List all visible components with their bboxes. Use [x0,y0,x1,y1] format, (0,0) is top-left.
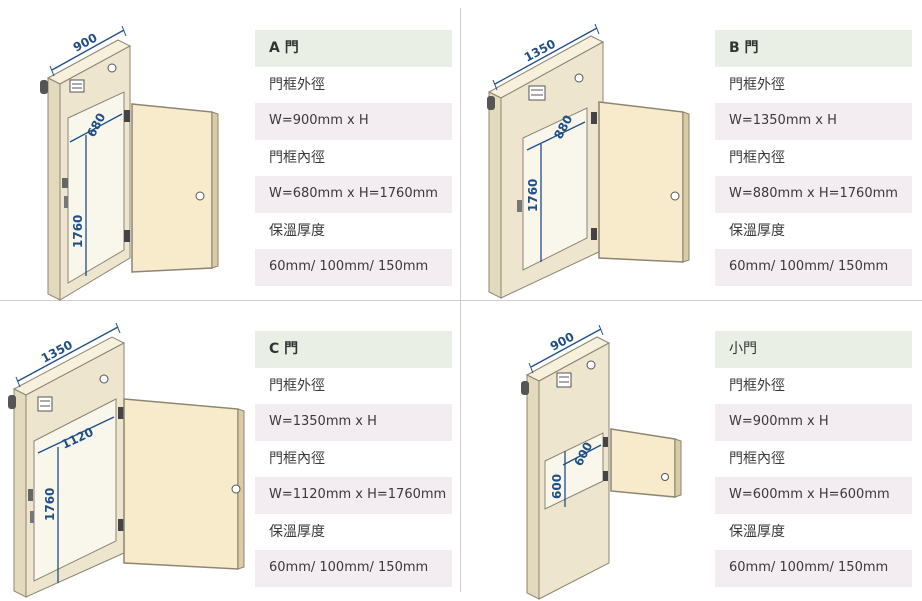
hinge-icon [124,230,130,242]
outer-size-label: 門框外徑 [715,367,912,404]
outer-size-label: 門框外徑 [255,66,452,103]
inner-size-value: W=680mm x H=1760mm [255,176,452,213]
dimension-line-outer [51,29,125,71]
hinge-icon [118,407,124,419]
insulation-label: 保溫厚度 [715,212,912,249]
vent-icon [528,85,546,101]
dimension-line-outer [530,328,602,368]
gauge-icon [99,374,109,384]
door-panel-a: 900 680 1760 A 門 門框外徑 W=900mm x H 門框內徑 W… [0,0,461,301]
door-title: 小門 [715,331,912,368]
outer-size-value: W=900mm x H [255,103,452,140]
inner-size-value: W=880mm x H=1760mm [715,176,912,213]
door-leaf [131,103,213,273]
spec-table-c: C 門 門框外徑 W=1350mm x H 門框內徑 W=1120mm x H=… [255,331,452,587]
gauge-icon [574,73,584,83]
insulation-value: 60mm/ 100mm/ 150mm [715,550,912,587]
frame-side-edge [47,77,61,301]
dimension-inner-height-label: 1760 [71,215,85,248]
hinge-icon [124,110,130,122]
hinge-icon [603,471,608,481]
latch-icon [521,381,529,395]
door-handle-icon [231,484,241,494]
horizontal-divider [0,300,922,301]
insulation-label: 保溫厚度 [255,513,452,550]
frame-side-edge [488,91,502,299]
door-leaf [123,398,239,570]
spec-table-small: 小門 門框外徑 W=900mm x H 門框內徑 W=600mm x H=600… [715,331,912,587]
inner-size-label: 門框內徑 [255,440,452,477]
hinge-icon [591,112,597,124]
spec-table-b: B 門 門框外徑 W=1350mm x H 門框內徑 W=880mm x H=1… [715,30,912,286]
insulation-value: 60mm/ 100mm/ 150mm [715,249,912,286]
insulation-value: 60mm/ 100mm/ 150mm [255,550,452,587]
insulation-label: 保溫厚度 [255,212,452,249]
door-panel-b: 1350 880 1760 B 門 門框外徑 W=1350mm x H 門框內徑… [461,0,922,300]
outer-size-label: 門框外徑 [255,367,452,404]
door-title: A 門 [255,30,452,67]
gauge-icon [586,360,596,370]
dimension-inner-height-label: 600 [550,474,564,499]
dimension-line-outer [17,326,119,382]
outer-size-value: W=1350mm x H [715,103,912,140]
door-panel-c: 1350 1120 1760 C 門 門框外徑 W=1350mm x H 門框內… [0,301,461,601]
insulation-label: 保溫厚度 [715,513,912,550]
gauge-icon [107,63,117,73]
vent-icon [37,396,53,412]
door-title: C 門 [255,331,452,368]
dimension-line-outer [494,27,598,85]
spec-table-a: A 門 門框外徑 W=900mm x H 門框內徑 W=680mm x H=17… [255,30,452,286]
inner-size-label: 門框內徑 [715,139,912,176]
door-opening [67,91,125,284]
inner-size-value: W=1120mm x H=1760mm [255,477,452,514]
vent-icon [69,79,85,93]
door-b-diagram: 1350 880 1760 [487,23,690,299]
door-leaf [610,428,676,498]
hinge-icon [603,437,608,447]
insulation-value: 60mm/ 100mm/ 150mm [255,249,452,286]
latch-icon [8,395,16,409]
door-handle-icon [195,191,205,201]
inner-size-label: 門框內徑 [255,139,452,176]
door-leaf [598,101,684,263]
door-c-diagram: 1350 1120 1760 [8,322,245,598]
hinge-icon [591,228,597,240]
hinge-icon [118,519,124,531]
frame-side-edge [526,374,540,600]
dimension-inner-height-label: 1760 [43,488,57,521]
outer-size-value: W=1350mm x H [255,404,452,441]
door-a-diagram: 900 680 1760 [40,25,219,301]
door-panel-small: 900 600 600 小門 門框外徑 W=900mm x H 門框內徑 W=6… [461,301,922,601]
latch-icon [40,80,48,94]
door-title: B 門 [715,30,912,67]
inner-size-label: 門框內徑 [715,440,912,477]
latch-icon [487,96,495,110]
frame-side-edge [13,388,27,598]
door-handle-icon [661,473,669,481]
door-small-diagram: 900 600 600 [521,324,682,600]
vent-icon [556,372,572,388]
dimension-inner-height-label: 1760 [526,179,540,212]
door-handle-icon [670,191,680,201]
inner-size-value: W=600mm x H=600mm [715,477,912,514]
outer-size-value: W=900mm x H [715,404,912,441]
door-opening [522,107,588,271]
outer-size-label: 門框外徑 [715,66,912,103]
